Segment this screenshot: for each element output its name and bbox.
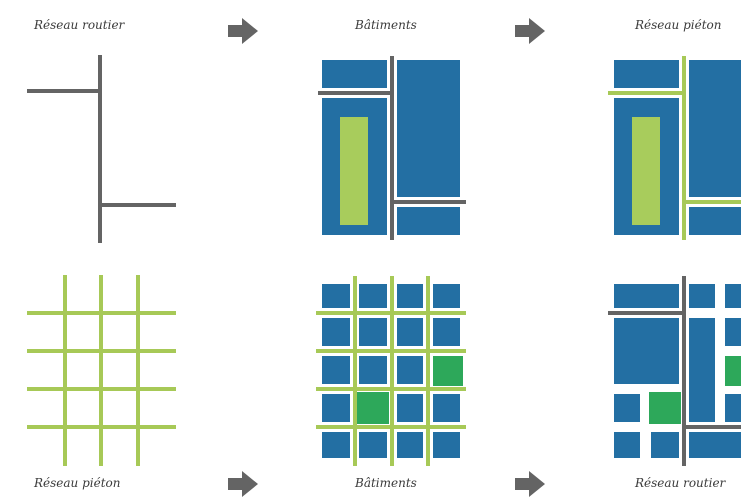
right-arrow-icon — [228, 18, 258, 44]
buildings-panel-bottom — [316, 276, 466, 466]
label-top-right: Réseau piéton — [635, 18, 722, 32]
right-arrow-icon — [228, 471, 258, 497]
pedestrian-grid-panel — [27, 275, 176, 466]
label-top-middle: Bâtiments — [355, 18, 417, 32]
label-top-left: Réseau routier — [34, 18, 125, 32]
label-bottom-left: Réseau piéton — [34, 476, 121, 490]
pedestrian-network-panel-top — [608, 56, 741, 240]
road-network-panel-bottom — [608, 276, 741, 466]
label-bottom-middle: Bâtiments — [355, 476, 417, 490]
road-network-panel — [27, 55, 176, 243]
buildings-panel-top — [318, 56, 466, 240]
right-arrow-icon — [515, 471, 545, 497]
right-arrow-icon — [515, 18, 545, 44]
label-bottom-right: Réseau routier — [635, 476, 726, 490]
